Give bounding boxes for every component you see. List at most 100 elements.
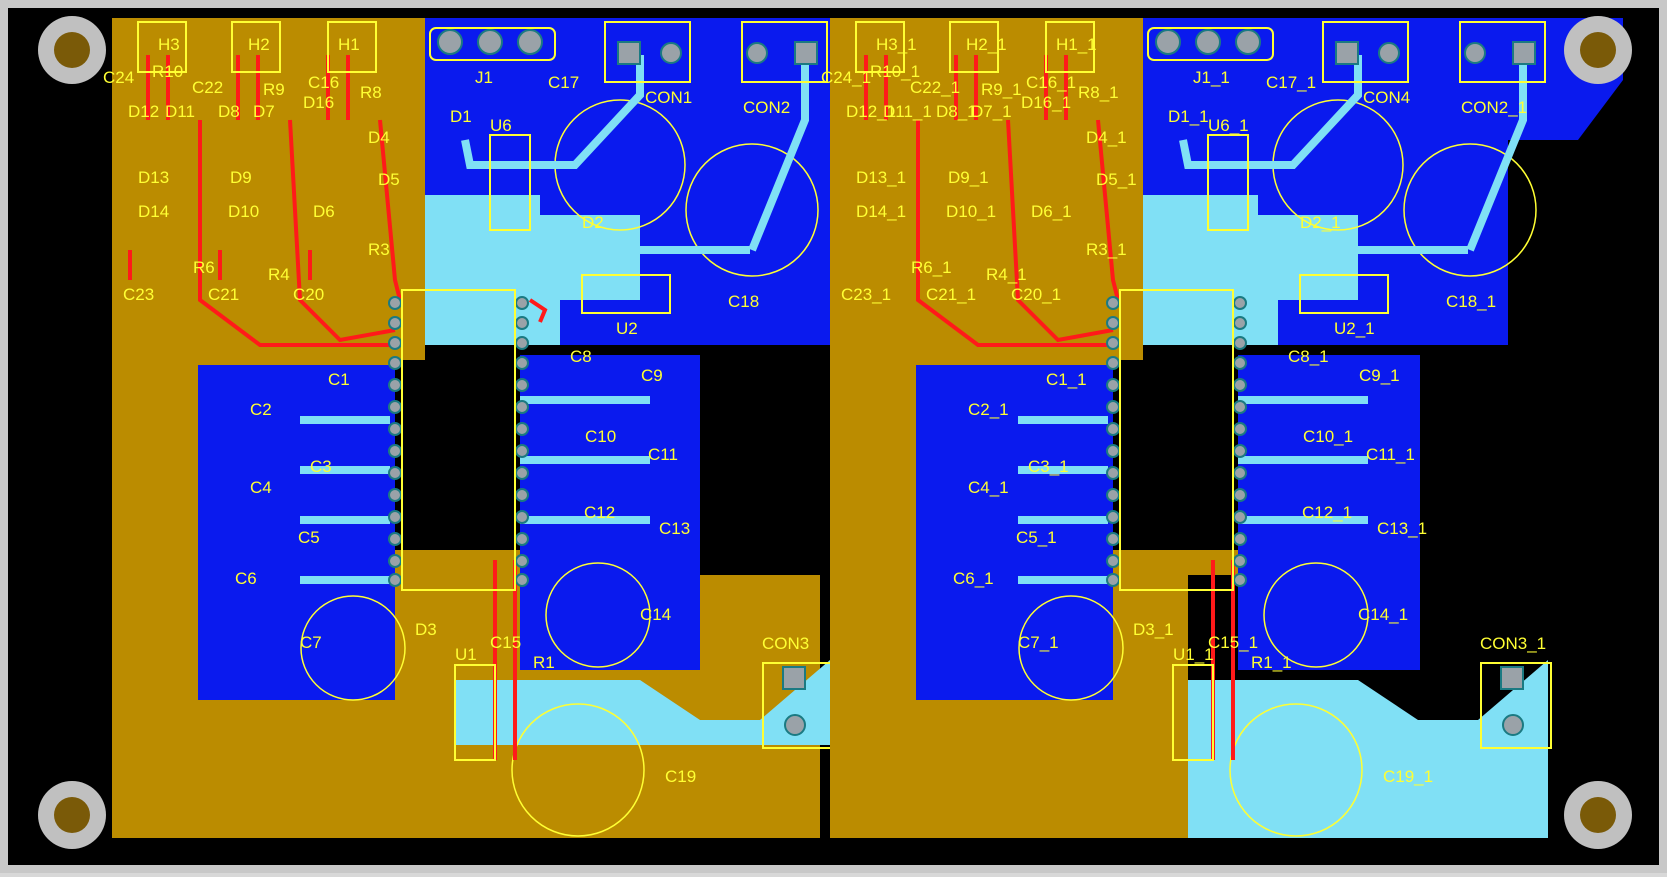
- designator-right-18: D14_1: [856, 202, 906, 221]
- designator-right-22: R4_1: [986, 265, 1027, 284]
- designator-left-38: C3: [310, 457, 332, 476]
- designator-right-3: R10_1: [870, 62, 920, 81]
- connector-outlines-right: [855, 21, 1552, 761]
- designator-right-33: D2_1: [1300, 213, 1341, 232]
- designator-right-21: R6_1: [911, 258, 952, 277]
- designator-right-42: C7_1: [1018, 633, 1059, 652]
- designator-left-28: C17: [548, 73, 579, 92]
- designator-left-21: R6: [193, 258, 215, 277]
- designator-left-37: C2: [250, 400, 272, 419]
- designator-left-16: D9: [230, 168, 252, 187]
- designator-right-25: C21_1: [926, 285, 976, 304]
- designator-left-39: C4: [250, 478, 272, 497]
- designator-right-5: C22_1: [910, 78, 960, 97]
- designator-right-38: C3_1: [1028, 457, 1069, 476]
- designator-right-12: D7_1: [971, 102, 1012, 121]
- designator-left-18: D14: [138, 202, 169, 221]
- designator-right-4: C24_1: [821, 68, 871, 87]
- designator-left-54: CON3: [762, 634, 809, 653]
- ic-outline-left: [401, 289, 516, 591]
- designator-right-28: C17_1: [1266, 73, 1316, 92]
- designator-left-17: D5: [378, 170, 400, 189]
- designator-left-11: D8: [218, 102, 240, 121]
- designator-right-1: H2_1: [966, 35, 1007, 54]
- designator-left-2: H1: [338, 35, 360, 54]
- designator-right-37: C2_1: [968, 400, 1009, 419]
- designator-left-43: C8: [570, 347, 592, 366]
- designator-right-36: C1_1: [1046, 370, 1087, 389]
- designator-right-13: D16_1: [1021, 93, 1071, 112]
- designator-left-23: R3: [368, 240, 390, 259]
- cyan-traces-right: [1018, 55, 1527, 584]
- designator-left-7: C16: [308, 73, 339, 92]
- designator-left-30: CON2: [743, 98, 790, 117]
- designator-left-31: D1: [450, 107, 472, 126]
- designator-left-33: D2: [582, 213, 604, 232]
- ic-pins-left: [388, 296, 529, 587]
- designator-right-32: U6_1: [1208, 116, 1249, 135]
- designator-right-9: D12_1: [846, 102, 896, 121]
- designator-right-35: C18_1: [1446, 292, 1496, 311]
- designator-left-15: D13: [138, 168, 169, 187]
- designator-left-50: C15: [490, 633, 521, 652]
- designator-right-15: D13_1: [856, 168, 906, 187]
- designator-right-29: CON4: [1363, 88, 1410, 107]
- designator-left-42: C7: [300, 633, 322, 652]
- designator-left-36: C1: [328, 370, 350, 389]
- cyan-pour-right-a: [1143, 195, 1358, 345]
- designator-left-6: R9: [263, 80, 285, 99]
- designator-left-51: R1: [533, 653, 555, 672]
- designator-right-23: R3_1: [1086, 240, 1127, 259]
- red-traces-left: [128, 55, 548, 760]
- designator-left-27: J1: [475, 68, 493, 87]
- square-pads-right: [1155, 29, 1536, 736]
- cyan-pour-left-a: [425, 195, 640, 345]
- designator-left-4: C24: [103, 68, 134, 87]
- designator-right-41: C6_1: [953, 569, 994, 588]
- designator-right-8: R8_1: [1078, 83, 1119, 102]
- square-pads-left: [437, 29, 818, 736]
- designator-right-30: CON2_1: [1461, 98, 1527, 117]
- designator-right-7: C16_1: [1026, 73, 1076, 92]
- designator-left-46: C11: [648, 445, 678, 464]
- designator-right-52: D3_1: [1133, 620, 1174, 639]
- designator-left-47: C12: [584, 503, 615, 522]
- designator-right-31: D1_1: [1168, 107, 1209, 126]
- designator-left-0: H3: [158, 35, 180, 54]
- ic-outline-right: [1119, 289, 1234, 591]
- designator-left-25: C21: [208, 285, 239, 304]
- cyan-pour-left-c: [455, 660, 830, 745]
- designator-left-12: D7: [253, 102, 275, 121]
- designator-right-44: C9_1: [1359, 366, 1400, 385]
- designator-right-6: R9_1: [981, 80, 1022, 99]
- designator-left-1: H2: [248, 35, 270, 54]
- designator-left-22: R4: [268, 265, 290, 284]
- designator-right-51: R1_1: [1251, 653, 1292, 672]
- designator-left-40: C5: [298, 528, 320, 547]
- red-traces-right: [864, 55, 1235, 760]
- top-copper-island-left: [198, 365, 395, 700]
- designator-right-27: J1_1: [1193, 68, 1230, 87]
- designator-right-26: C20_1: [1011, 285, 1061, 304]
- designator-left-44: C9: [641, 366, 663, 385]
- designator-left-20: D6: [313, 202, 335, 221]
- designator-left-49: C14: [640, 605, 671, 624]
- designator-right-16: D9_1: [948, 168, 989, 187]
- designator-right-34: U2_1: [1334, 319, 1375, 338]
- designator-right-10: D11_1: [883, 102, 932, 121]
- designator-left-29: CON1: [645, 88, 692, 107]
- designator-left-10: D11: [165, 102, 195, 121]
- designator-left-19: D10: [228, 202, 259, 221]
- designator-right-46: C11_1: [1366, 445, 1415, 464]
- designator-left-53: U1: [455, 645, 477, 664]
- designator-right-45: C10_1: [1303, 427, 1353, 446]
- designator-right-19: D10_1: [946, 202, 996, 221]
- designator-right-11: D8_1: [936, 102, 977, 121]
- designator-right-0: H3_1: [876, 35, 917, 54]
- mount-holes-right: [1564, 16, 1632, 849]
- right-module: [830, 18, 1623, 838]
- connector-outlines-left: [137, 21, 834, 761]
